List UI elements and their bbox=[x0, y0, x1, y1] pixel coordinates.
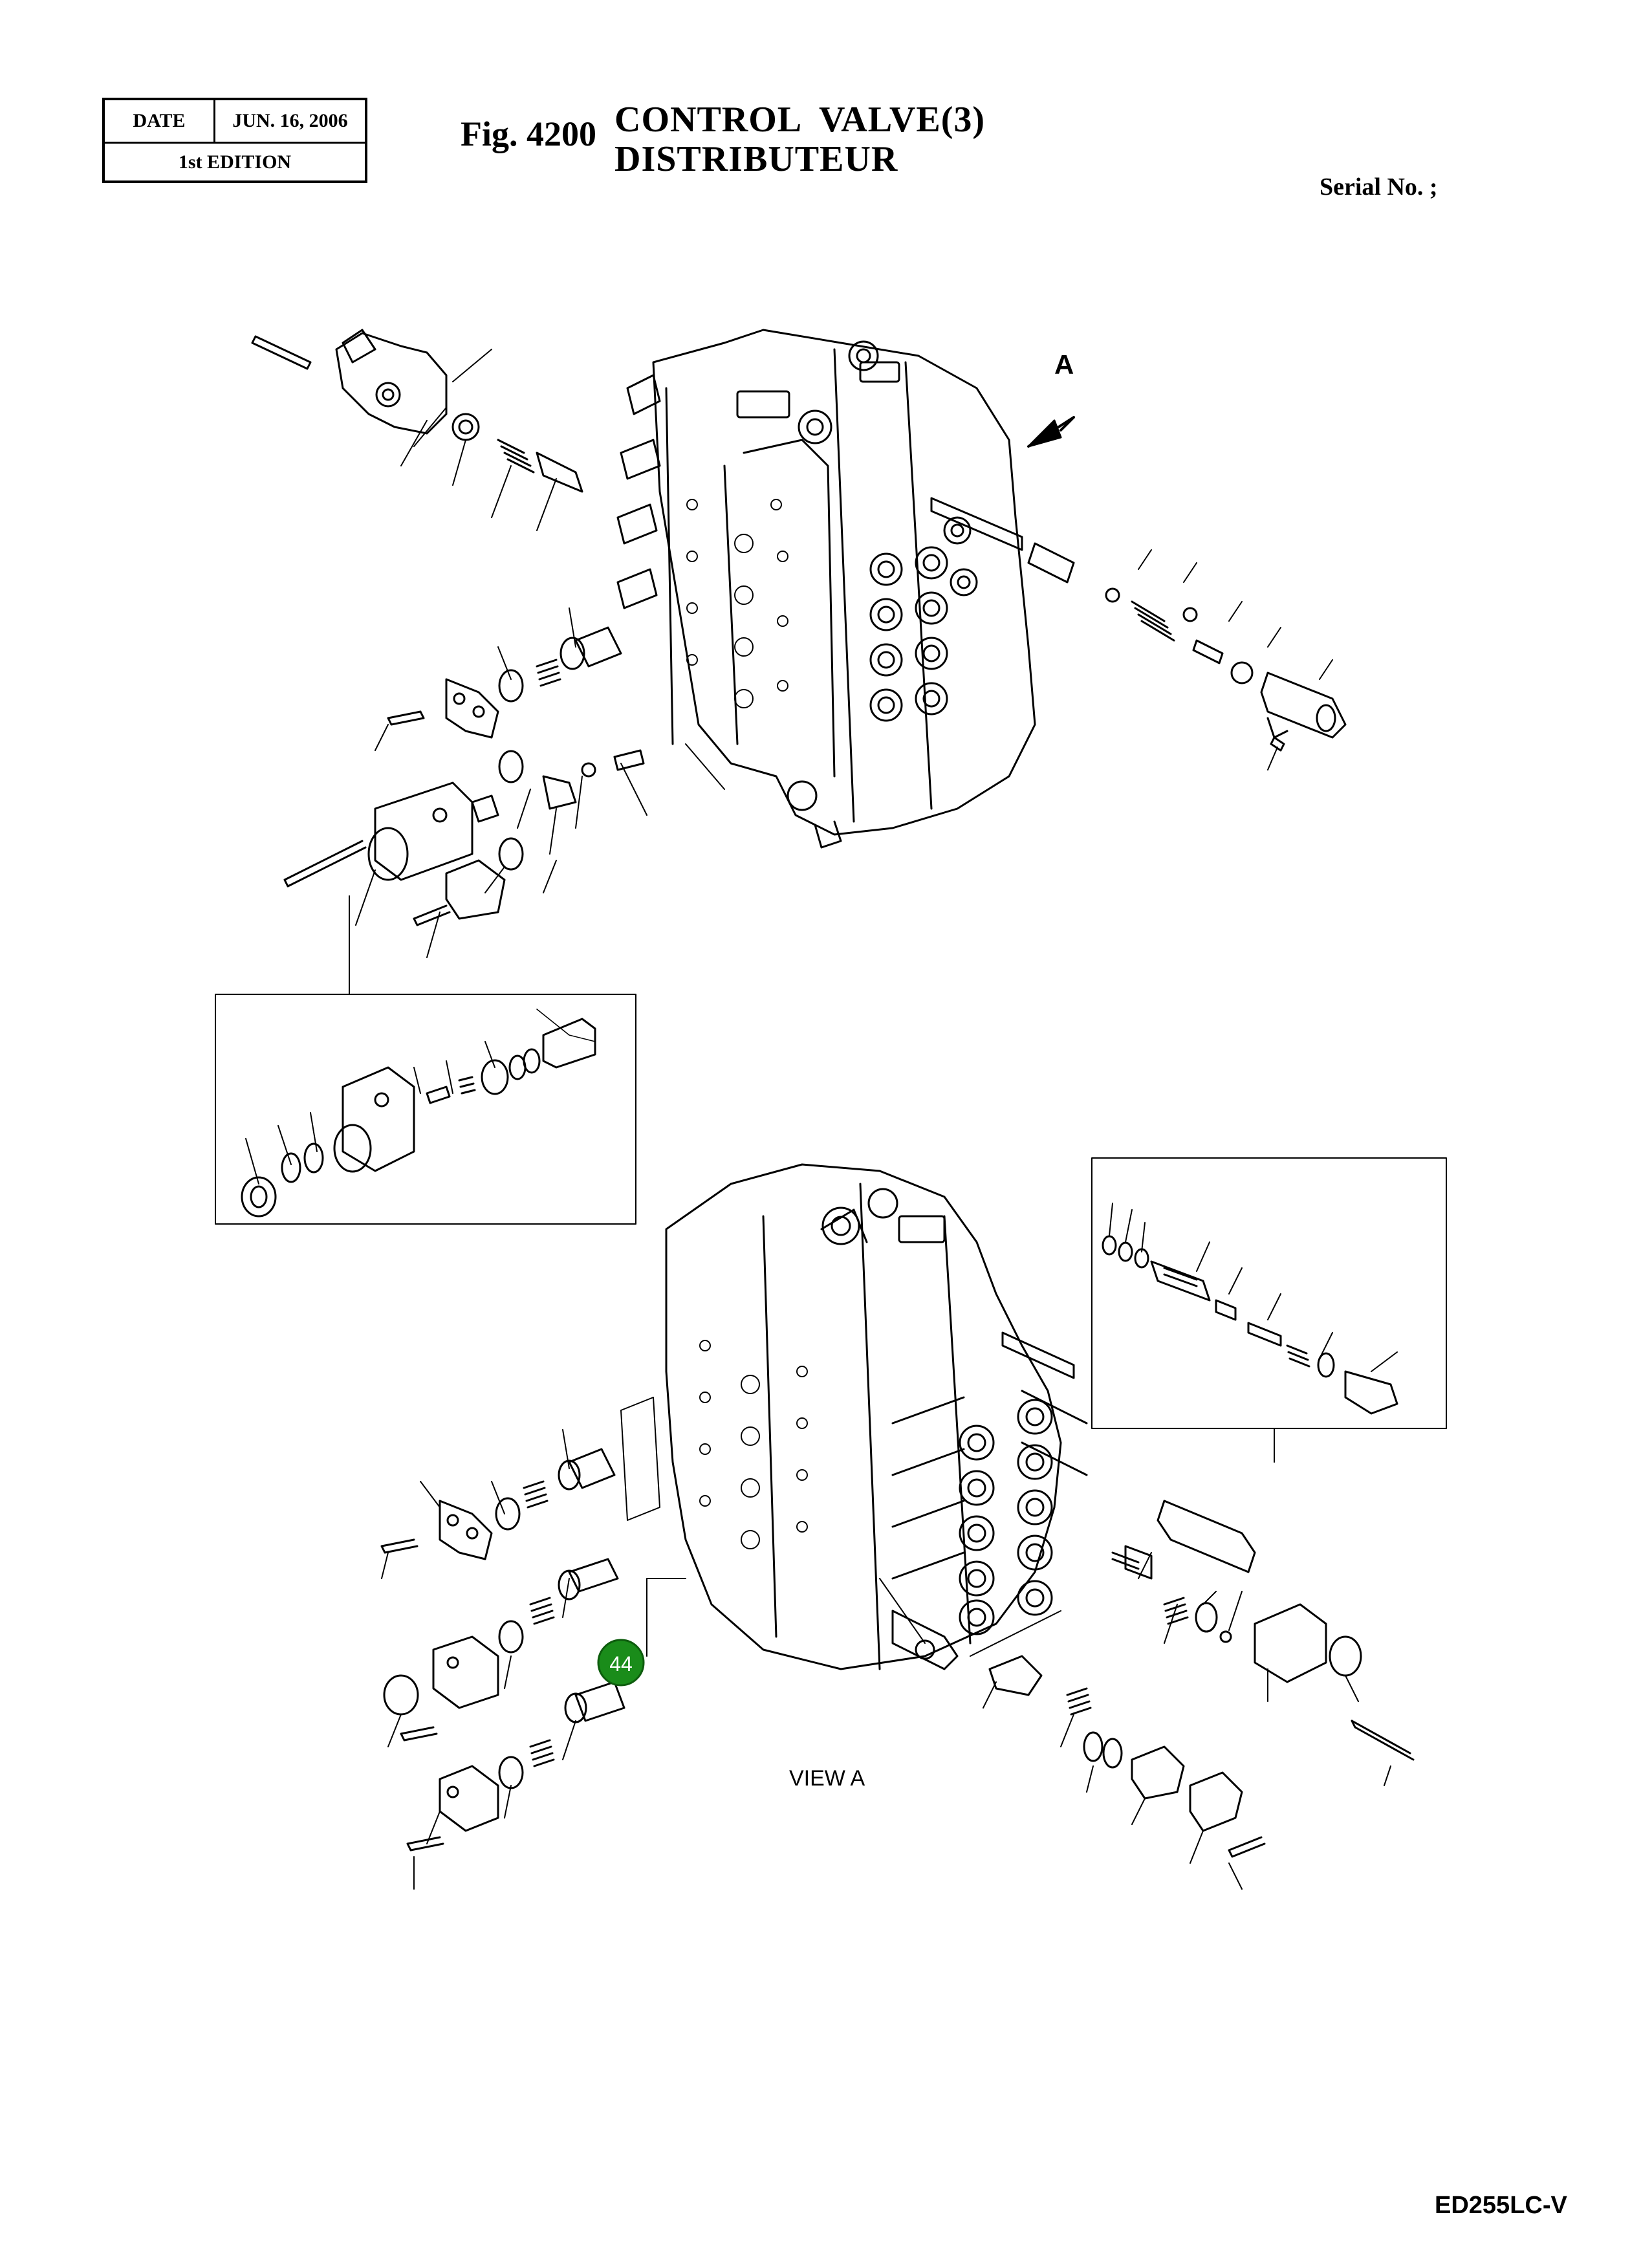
date-row: DATE JUN. 16, 2006 bbox=[105, 100, 365, 144]
lower-valve-body bbox=[665, 1163, 1088, 1670]
upper-left-caps-and-seals bbox=[283, 626, 645, 926]
part-callout-44[interactable]: 44 bbox=[597, 1639, 645, 1687]
view-a-arrow bbox=[1027, 416, 1075, 448]
view-a-bracket-lines bbox=[620, 1397, 1061, 1657]
edition-label: 1st EDITION bbox=[178, 151, 292, 173]
figure-title-french: DISTRIBUTEUR bbox=[614, 139, 898, 179]
upper-valve-body bbox=[616, 329, 1036, 849]
view-arrow-label: A bbox=[1054, 349, 1074, 380]
relief-valve-detail-inset bbox=[215, 895, 636, 1225]
figure-title-english: CONTROL VALVE(3) bbox=[614, 100, 986, 140]
lower-right-parts bbox=[988, 1500, 1415, 1858]
model-code: ED255LC-V bbox=[1435, 2192, 1567, 2219]
callout-number: 44 bbox=[609, 1652, 633, 1676]
upper-left-solenoid-assembly bbox=[251, 329, 583, 493]
serial-number-label: Serial No. ; bbox=[1320, 173, 1438, 201]
spool-detail-inset bbox=[1091, 1157, 1447, 1463]
date-label: DATE bbox=[105, 100, 215, 142]
date-edition-box: DATE JUN. 16, 2006 1st EDITION bbox=[102, 98, 367, 183]
lower-left-caps-and-springs bbox=[380, 1448, 625, 1851]
date-value: JUN. 16, 2006 bbox=[232, 110, 348, 131]
view-a-caption: VIEW A bbox=[789, 1766, 865, 1791]
leader-lines bbox=[245, 349, 1398, 1890]
upper-right-spool-parts bbox=[930, 497, 1347, 752]
figure-number: Fig. 4200 bbox=[461, 115, 596, 153]
